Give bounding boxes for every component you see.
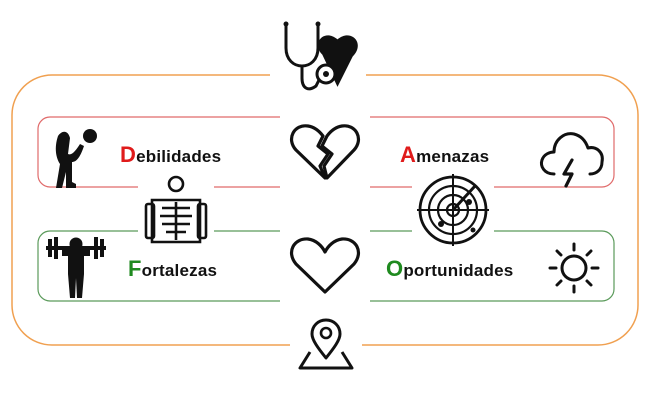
amenazas-rest: menazas [416,147,490,166]
map-pin-icon [298,318,354,370]
fortalezas-label: Fortalezas [128,256,217,282]
strongman-icon [46,237,106,298]
oportunidades-label: Oportunidades [386,256,513,282]
debilidades-initial: D [120,142,137,167]
amenazas-initial: A [400,142,417,167]
debilidades-rest: ebilidades [136,147,222,166]
fortalezas-rest: ortalezas [141,261,218,280]
bent-person-icon [55,129,97,188]
heart-icon [290,237,360,294]
amenazas-label: Amenazas [400,142,489,168]
sun-icon [548,242,600,294]
oportunidades-initial: O [386,256,404,281]
radar-icon [417,174,489,246]
stethoscope-heart-icon [283,21,358,91]
debilidades-label: Debilidades [120,142,221,168]
oportunidades-rest: portunidades [403,261,514,280]
broken-heart-icon [290,124,360,180]
fortalezas-initial: F [128,256,142,281]
storm-cloud-icon [540,132,604,188]
xray-icon [144,175,208,244]
